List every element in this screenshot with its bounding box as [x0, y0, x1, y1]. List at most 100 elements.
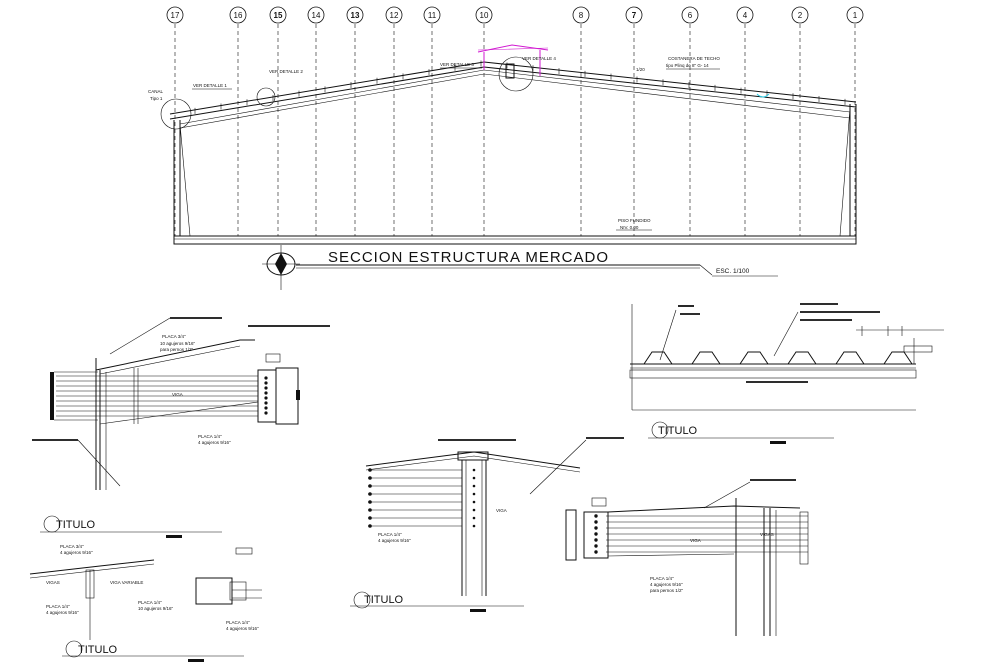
- d3-bolt: [472, 516, 476, 520]
- main-section: 17 16 15 14 13 12 11 10 8 7 6 4 2 1: [148, 6, 864, 290]
- titulo-1: TITULO: [56, 519, 96, 531]
- axis-6: 6: [681, 6, 699, 236]
- detail-roof-sheet: TITULO: [629, 303, 944, 444]
- d2-pernos-c: 10 agujeros 9/16": [138, 606, 174, 611]
- d2-pernos-b: 4 agujeros 9/16": [46, 610, 79, 615]
- axis-14: 14: [307, 6, 325, 236]
- axis-label: 2: [798, 11, 803, 20]
- d3-bolt: [472, 468, 476, 472]
- right-column: [839, 104, 857, 237]
- floor-slab: [173, 235, 857, 245]
- ridge-skylight: [477, 44, 549, 79]
- axis-16: 16: [229, 6, 247, 236]
- d2-placa: PLACA 3/4": [60, 544, 84, 549]
- axis-label: 17: [171, 11, 180, 20]
- note-costanera: COSTANERA DE TECHO: [668, 56, 720, 61]
- titulo-2: TITULO: [78, 644, 118, 656]
- d5-bolt: [594, 538, 598, 542]
- d1-bolt: [264, 406, 268, 410]
- d3-bolt: [472, 484, 476, 488]
- d2-placa-b: PLACA 1/4": [46, 604, 70, 609]
- detail-circle-canal: [160, 98, 192, 130]
- d3-bolt: [368, 476, 372, 480]
- note-piso: PISO FUNDIDO: [618, 218, 651, 223]
- d3-viga: VIGA: [496, 508, 507, 513]
- d1-pernos: 10 agujeros 9/16": [160, 341, 196, 346]
- d5-vigas: VIGAS: [760, 532, 774, 537]
- axis-1: 1: [846, 6, 864, 236]
- detail-ridge: PLACA 1/4" 4 agujeros 9/16" VIGA TITULO: [350, 437, 624, 612]
- titulo-4: TITULO: [658, 425, 698, 437]
- d5-placa: PLACA 1/4": [650, 576, 674, 581]
- detail-beam-column-right: VIGA PLACA 1/4" 4 agujeros 9/16" para pe…: [565, 479, 809, 636]
- left-column: [173, 120, 191, 237]
- d3-bolt: [472, 492, 476, 496]
- note-canal: CANAL: [148, 89, 164, 94]
- d3-bolt: [368, 484, 372, 488]
- detail-circle-2: [256, 87, 276, 107]
- axis-label: 16: [234, 11, 243, 20]
- d3-bolt: [368, 524, 372, 528]
- grid-axes: 17 16 15 14 13 12 11 10 8 7 6 4 2 1: [166, 6, 864, 236]
- roof-purlins: [194, 60, 846, 114]
- detail-circle-4: [498, 56, 534, 92]
- d2-placa-d: PLACA 1/4": [226, 620, 250, 625]
- d2-pernos-d: 4 agujeros 9/16": [226, 626, 259, 631]
- axis-13: 13: [346, 6, 364, 236]
- axis-label: 15: [274, 11, 283, 20]
- d5-viga: VIGA: [690, 538, 701, 543]
- d3-bolt: [472, 476, 476, 480]
- axis-label: 1: [853, 11, 858, 20]
- d3-bolt: [368, 468, 372, 472]
- axis-label: 6: [688, 11, 693, 20]
- titulo-3: TITULO: [364, 594, 404, 606]
- d2-viga-variable: VIGA VARIABLE: [110, 580, 143, 585]
- d3-pernos: 4 agujeros 9/16": [378, 538, 411, 543]
- d1-bolt: [264, 411, 268, 415]
- note-detail-4: VER DETALLE 4: [522, 56, 556, 61]
- note-nivel: NIV. 0.00: [620, 225, 639, 230]
- axis-8: 8: [572, 6, 590, 236]
- d3-placa: PLACA 1/4": [378, 532, 402, 537]
- axis-7: 7: [625, 6, 643, 236]
- d1-placa-b: PLACA 1/4": [198, 434, 222, 439]
- d3-bolt: [368, 492, 372, 496]
- note-detail-2: VER DETALLE 2: [269, 69, 303, 74]
- d1-bolt: [264, 391, 268, 395]
- axis-label: 10: [480, 11, 489, 20]
- axis-11: 11: [423, 6, 441, 236]
- note-canal-tipo: Tipo 1: [150, 96, 163, 101]
- axis-12: 12: [385, 6, 403, 236]
- d1-bolt: [264, 376, 268, 380]
- d3-bolt: [472, 524, 476, 528]
- d1-pernos-b: 4 agujeros 9/16": [198, 440, 231, 445]
- axis-10: 10: [475, 6, 493, 236]
- d5-pernos: 4 agujeros 9/16": [650, 582, 683, 587]
- d1-bolt: [264, 396, 268, 400]
- note-slope: 1/20: [636, 67, 645, 72]
- d3-bolt: [368, 500, 372, 504]
- d5-pernos2: para pernos 1/2": [650, 588, 684, 593]
- d1-bolt: [264, 386, 268, 390]
- d5-bolt: [594, 544, 598, 548]
- axis-label: 14: [312, 11, 321, 20]
- d1-bolt: [264, 381, 268, 385]
- note-detail-1: VER DETALLE 1: [193, 83, 227, 88]
- d5-bolt: [594, 514, 598, 518]
- axis-label: 4: [743, 11, 748, 20]
- axis-label: 8: [579, 11, 584, 20]
- detail-column-beam-left: PLACA 3/4" 10 agujeros 9/16" para pernos…: [32, 317, 330, 538]
- d3-bolt: [368, 508, 372, 512]
- d5-bolt: [594, 520, 598, 524]
- d1-pernos2: para pernos 1/2": [160, 347, 194, 352]
- main-title: SECCION ESTRUCTURA MERCADO: [328, 249, 609, 266]
- axis-label: 12: [390, 11, 399, 20]
- d2-pernos: 4 agujeros 9/16": [60, 550, 93, 555]
- axis-17: 17: [166, 6, 184, 236]
- cyan-mark: [756, 93, 770, 98]
- section-title-block: SECCION ESTRUCTURA MERCADO ESC. 1/100: [262, 245, 778, 290]
- d5-bolt: [594, 532, 598, 536]
- note-detail-3: VER DETALLE 3: [440, 62, 474, 67]
- scale-label: ESC. 1/100: [716, 268, 750, 275]
